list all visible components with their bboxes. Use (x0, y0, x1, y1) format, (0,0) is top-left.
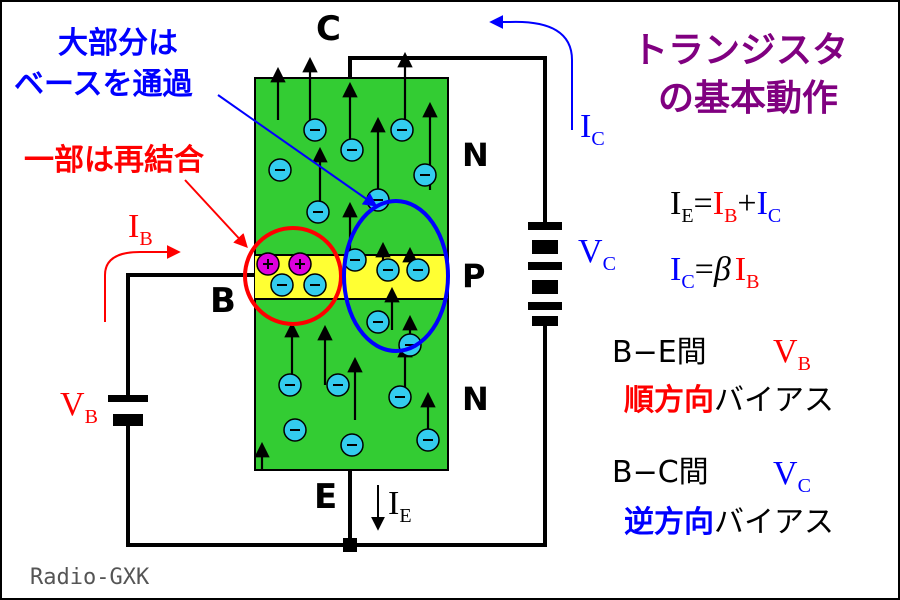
electron-flow-arrows (254, 51, 438, 470)
electron (416, 428, 440, 452)
collector-label: C (316, 9, 341, 49)
majority-label-line1: 大部分は (58, 26, 178, 61)
equation-ie: IE=IB+IC (670, 185, 781, 227)
electron (303, 273, 327, 297)
vb-label: VB (60, 386, 98, 428)
electron (376, 258, 400, 282)
vc-label: VC (578, 233, 616, 275)
title-line2: の基本動作 (658, 78, 838, 119)
electron (413, 163, 437, 187)
electron (406, 258, 430, 282)
electron (388, 385, 412, 409)
electron (306, 200, 330, 224)
majority-pointer (217, 94, 378, 207)
region-middle-label: P (462, 257, 485, 295)
ic-label: IC (580, 108, 605, 150)
electron (366, 310, 390, 334)
carriers (256, 118, 440, 457)
electron (303, 118, 327, 142)
watermark: Radio-GXK (30, 565, 150, 590)
region-top-label: N (462, 136, 489, 174)
ib-arrow (104, 245, 181, 322)
electron (268, 158, 292, 182)
be-voltage: VB (773, 333, 811, 375)
battery-vb (108, 395, 148, 426)
electron (390, 118, 414, 142)
electron (270, 273, 294, 297)
title-line1: トランジスタ (632, 30, 848, 71)
pass-through-circle (342, 199, 450, 353)
hole (288, 252, 312, 276)
electron (326, 373, 350, 397)
majority-label-line2: ベースを通過 (14, 67, 193, 102)
ib-label: IB (128, 208, 153, 250)
be-bias-type: 順方向バイアス (624, 383, 834, 418)
bc-bias-label: B−C間 (612, 455, 709, 490)
region-bottom-label: N (462, 380, 489, 418)
battery-vc (528, 222, 562, 326)
circuit-wires (126, 56, 547, 547)
electron (340, 433, 364, 457)
hole (256, 252, 280, 276)
be-bias-label: B−E間 (612, 335, 707, 370)
junction-node (343, 538, 357, 552)
electron (340, 138, 364, 162)
recombine-pointer (184, 179, 248, 249)
electron (283, 418, 307, 442)
electron (278, 373, 302, 397)
bc-voltage: VC (773, 455, 811, 497)
electron (366, 188, 390, 212)
emitter-label: E (314, 477, 337, 517)
recombination-circle (243, 226, 343, 326)
base-label: B (210, 281, 236, 321)
bc-bias-type: 逆方向バイアス (624, 505, 834, 540)
ic-arrow (489, 15, 573, 130)
ie-label: IE (388, 485, 412, 527)
recombine-label: 一部は再結合 (24, 143, 204, 178)
